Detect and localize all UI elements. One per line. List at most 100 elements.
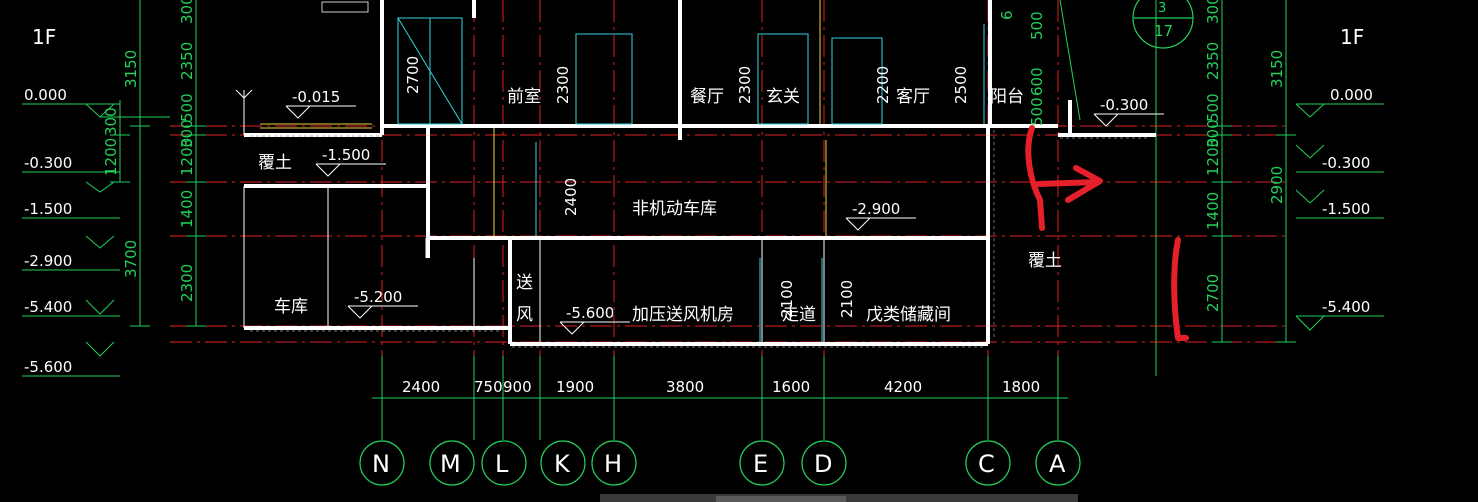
svg-text:2900: 2900 [1268,166,1286,204]
svg-text:1200: 1200 [102,138,120,176]
bottom-dim-texts: 2400 750 900 1900 3800 1600 4200 1800 [402,378,1040,396]
red-annotation [1025,125,1189,341]
left-elev-5400: -5.400 [24,298,72,316]
room-jiaya: 加压送风机房 [632,305,734,325]
left-elev-5600: -5.600 [24,358,72,376]
axis-C: C [978,450,995,478]
axis-A: A [1049,450,1066,478]
svg-text:1400: 1400 [178,190,196,228]
svg-text:2700: 2700 [1204,274,1222,312]
room-qianshi: 前室 [507,87,541,107]
svg-text:4200: 4200 [884,378,922,396]
axis-bubbles [359,0,1194,486]
svg-text:1200: 1200 [1204,138,1222,176]
room-canting: 餐厅 [690,87,724,107]
svg-text:300: 300 [178,0,196,24]
svg-text:2300: 2300 [178,264,196,302]
svg-text:2400: 2400 [402,378,440,396]
room-fugai-left: 覆土 [258,153,292,173]
floor-elevation-texts: -0.015 -1.500 -5.200 -5.600 -2.900 -0.30… [292,88,1148,322]
svg-text:1400: 1400 [1204,192,1222,230]
svg-text:2400: 2400 [562,178,580,216]
svg-text:1900: 1900 [556,378,594,396]
svg-text:3150: 3150 [1268,50,1286,88]
svg-text:1200: 1200 [178,138,196,176]
svg-text:2300: 2300 [554,66,572,104]
room-song: 送 [516,273,533,293]
svg-text:3700: 3700 [122,240,140,278]
right-elev-5400: -5.400 [1322,298,1370,316]
room-labels: 前室 餐厅 玄关 客厅 阳台 覆土 覆土 非机动车库 车库 送 风 加压送风机房… [258,87,1062,325]
top-dims: 600 500 500 6 [998,10,1046,126]
left-elev-0000: 0.000 [24,86,67,104]
left-elev-0300: -0.300 [24,154,72,172]
right-vertical-dims: 300 2350 500 300 1200 1400 2700 3150 290… [1204,0,1286,312]
axis-D: D [814,450,832,478]
thin-walls [235,89,825,344]
svg-text:300: 300 [178,119,196,148]
room-feijidong: 非机动车库 [632,199,717,219]
svg-text:2350: 2350 [1204,42,1222,80]
right-elev-0300: -0.300 [1322,154,1370,172]
svg-text:1800: 1800 [1002,378,1040,396]
svg-text:750: 750 [474,378,503,396]
axis-H: H [604,450,622,478]
soil-hatching [250,130,1150,348]
axis-N: N [372,450,390,478]
svg-text:2300: 2300 [736,66,754,104]
right-elev-1500: -1.500 [1322,200,1370,218]
floor-label-right: 1F [1340,25,1364,49]
svg-text:-2.900: -2.900 [852,200,900,218]
door-heights: 2700 2300 2300 2200 2500 2400 2100 2100 [404,56,970,318]
axis-L: L [495,450,509,478]
svg-text:2100: 2100 [838,280,856,318]
right-elevation-markers [1295,103,1384,331]
svg-text:3150: 3150 [122,50,140,88]
svg-text:-5.600: -5.600 [566,304,614,322]
room-wulei: 戊类储藏间 [866,305,951,325]
section-marker-top: 3 [1158,1,1166,16]
section-marker-bottom: 17 [1154,22,1173,40]
left-elev-2900: -2.900 [24,252,72,270]
svg-text:2200: 2200 [874,66,892,104]
room-yangtai: 阳台 [990,87,1024,107]
right-elev-0000: 0.000 [1330,86,1373,104]
svg-text:2700: 2700 [404,56,422,94]
svg-text:300: 300 [102,107,120,136]
svg-text:-0.015: -0.015 [292,88,340,106]
left-elev-1500: -1.500 [24,200,72,218]
right-dimension-lines [1059,0,1296,376]
svg-text:1600: 1600 [772,378,810,396]
svg-text:2500: 2500 [952,66,970,104]
svg-text:-5.200: -5.200 [354,288,402,306]
axis-E: E [753,450,768,478]
room-keting: 客厅 [896,87,930,107]
room-fugai-right: 覆土 [1028,251,1062,271]
left-vertical-dims: 3150 3700 300 2350 500 300 1200 1400 230… [102,0,196,302]
room-xuanguan: 玄关 [766,87,800,107]
svg-text:900: 900 [503,378,532,396]
room-feng: 风 [516,305,533,325]
left-dimension-lines [110,0,206,327]
axis-K: K [554,450,571,478]
svg-text:6: 6 [998,10,1016,20]
svg-text:-0.300: -0.300 [1100,96,1148,114]
svg-text:300: 300 [1204,119,1222,148]
yellow-lines [260,0,827,236]
svg-text:500: 500 [178,93,196,122]
svg-text:300: 300 [1204,0,1222,24]
building-structure [244,0,1156,346]
left-elevation-texts: 0.000 -0.300 -1.500 -2.900 -5.400 -5.600 [24,86,72,376]
room-cheku: 车库 [274,297,308,317]
top-fixture [321,1,369,13]
left-elevation-markers [22,103,170,377]
bottom-scrollbar-thumb[interactable] [716,496,846,502]
svg-text:500: 500 [1028,11,1046,40]
axis-M: M [440,450,461,478]
room-zoudao: 走道 [782,305,816,325]
svg-text:600: 600 [1028,67,1046,96]
svg-text:3800: 3800 [666,378,704,396]
right-elevation-texts: 0.000 -0.300 -1.500 -5.400 [1322,86,1373,316]
